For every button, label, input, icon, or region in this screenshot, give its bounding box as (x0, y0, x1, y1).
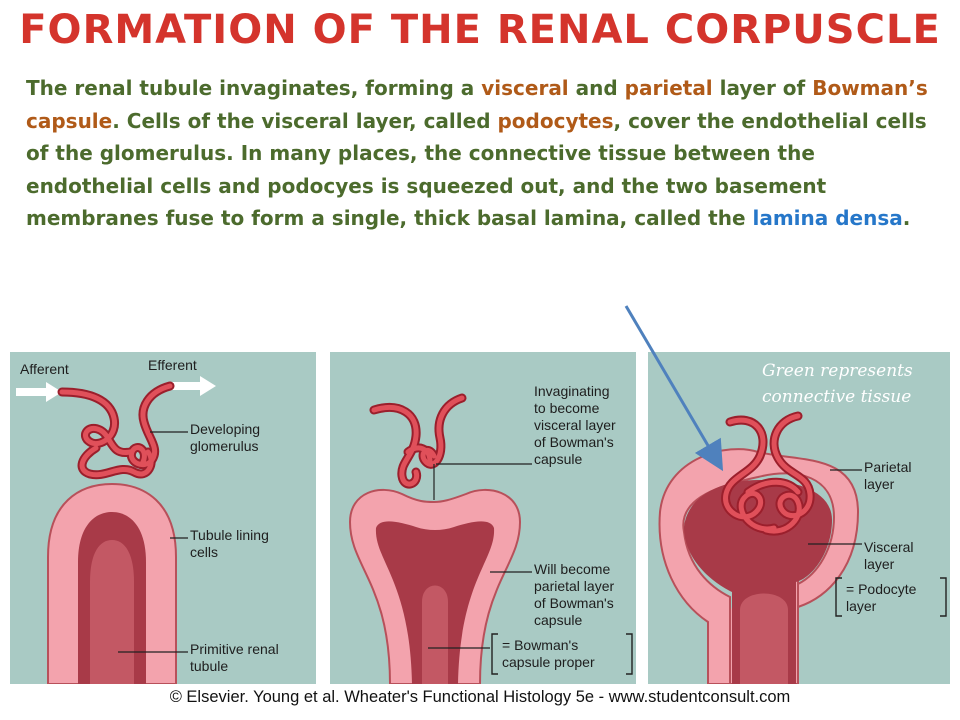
bracket-bowmans-capsule-proper (491, 633, 633, 675)
panel-developing-glomerulus: Afferent Efferent Developing glomerulus … (10, 352, 316, 684)
term-podocytes: podocytes (497, 108, 614, 133)
panel-invaginating-tubule: Invaginating to become visceral layer of… (330, 352, 636, 684)
primitive-tubule (47, 482, 177, 684)
text-segment: The renal tubule invaginates, forming a (26, 76, 482, 100)
text-segment: layer of (712, 76, 813, 100)
label-of-bowmans-2: of Bowman's (534, 595, 614, 611)
term-visceral: visceral (481, 76, 569, 100)
term-lamina-densa: lamina densa (752, 206, 903, 230)
term-bowmans-capsule: Bowman’s capsule (26, 76, 928, 133)
label-will-become: Will become (534, 561, 610, 577)
efferent-arrow-icon (170, 376, 216, 396)
label-parietal-layer: parietal layer (534, 578, 614, 594)
developing-glomerulus-fill (59, 383, 173, 478)
label-capsule: capsule (534, 451, 582, 467)
label-developing: Developing (190, 421, 260, 437)
label-parietal: Parietal (864, 459, 911, 475)
label-capsule-2: capsule (534, 612, 582, 628)
panel3-illustration: Parietal layer Visceral layer = Podocyte… (658, 411, 947, 684)
slide-title: Formation of the Renal Corpuscle (19, 7, 941, 53)
term-parietal: parietal (624, 76, 713, 100)
label-tubule-lining: Tubule lining (190, 527, 269, 543)
label-cells: cells (190, 544, 218, 560)
invaginating-glomerulus-fill (371, 395, 465, 487)
text-segment: , cover the endothelial cells of the glo… (26, 108, 927, 231)
mature-glomerulus-fill (723, 413, 813, 534)
note-line-2: connective tissue (762, 387, 912, 407)
label-invaginating: Invaginating (534, 383, 610, 399)
text-segment: . (902, 206, 911, 230)
text-segment: and (568, 76, 625, 100)
label-layer: layer (846, 598, 877, 614)
afferent-arrow-icon (16, 382, 62, 402)
invaginating-tubule (348, 488, 522, 684)
source-caption: © Elsevier. Young et al. Wheater's Funct… (169, 688, 791, 706)
label-capsule-proper: capsule proper (502, 654, 595, 670)
annotation-note: Green represents connective tissue (762, 358, 952, 410)
description-paragraph: The renal tubule invaginates, forming a … (26, 72, 941, 235)
note-line-1: Green represents (762, 361, 913, 381)
label-parietal-layer-word: layer (864, 476, 895, 492)
mature-corpuscle (658, 448, 860, 684)
label-primitive-renal: Primitive renal (190, 641, 279, 657)
label-eq-bowmans: = Bowman's (502, 637, 578, 653)
label-tubule: tubule (190, 658, 228, 674)
label-efferent: Efferent (148, 357, 197, 373)
label-to-become: to become (534, 400, 600, 416)
label-of-bowmans: of Bowman's (534, 434, 614, 450)
label-eq-podocyte: = Podocyte (846, 581, 917, 597)
panel1-illustration: Afferent Efferent Developing glomerulus … (16, 357, 279, 684)
label-visceral-layer: visceral layer (534, 417, 616, 433)
text-segment: . Cells of the visceral layer, called (112, 108, 498, 133)
panel2-illustration: Invaginating to become visceral layer of… (348, 383, 633, 684)
label-glomerulus: glomerulus (190, 438, 258, 454)
label-visceral: Visceral (864, 539, 914, 555)
bracket-podocyte-layer (835, 577, 947, 617)
label-afferent: Afferent (20, 361, 69, 377)
label-visceral-layer-word: layer (864, 556, 895, 572)
